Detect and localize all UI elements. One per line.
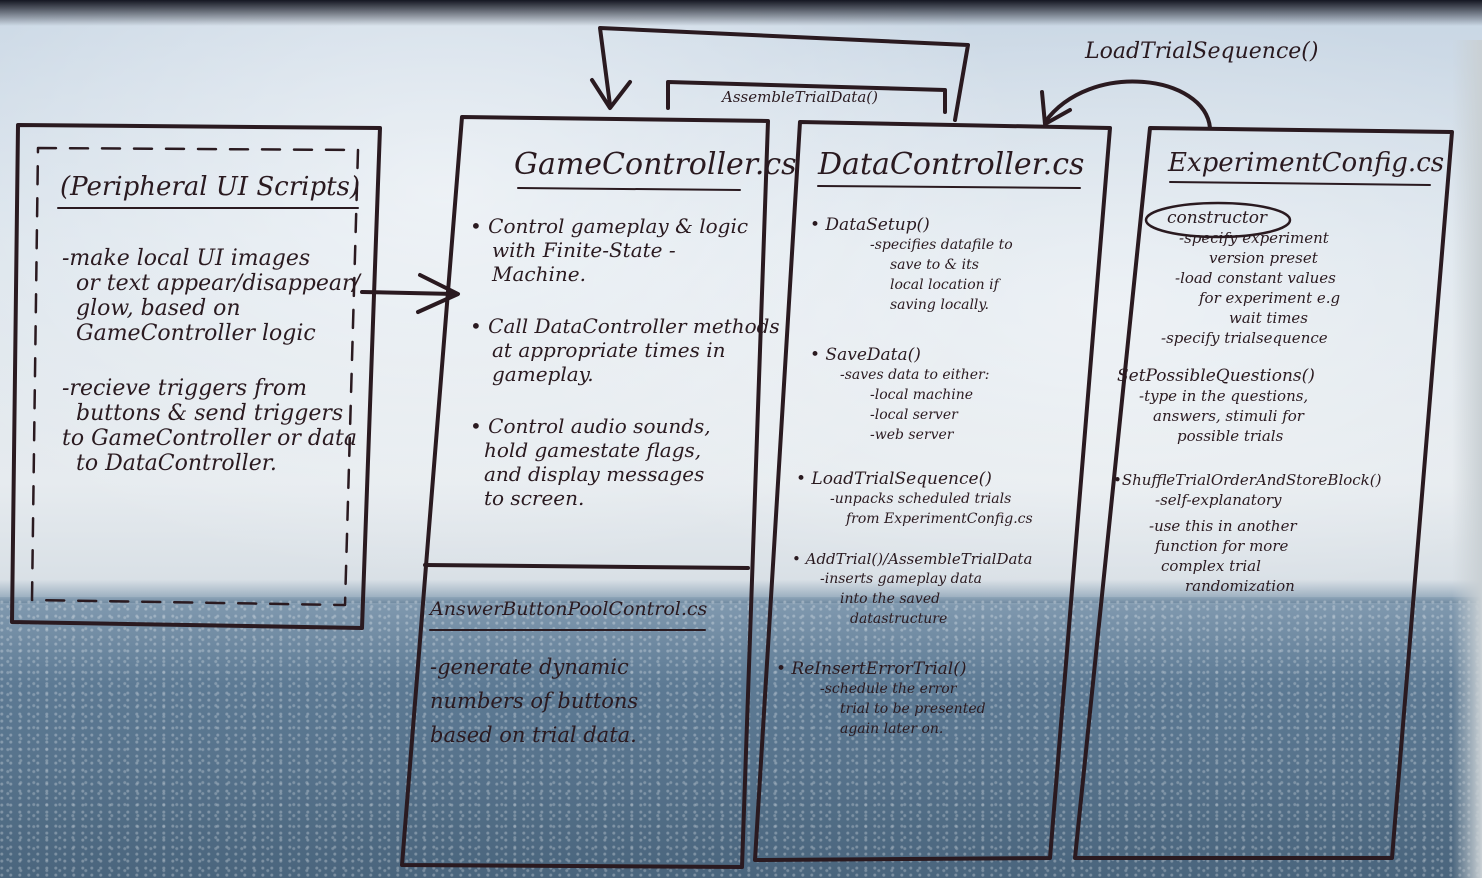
- config-line: function for more: [1155, 537, 1289, 555]
- game-line: at appropriate times in: [492, 338, 726, 362]
- peripheral-line: -make local UI images: [62, 246, 311, 271]
- game-line: Machine.: [492, 262, 586, 286]
- config-line: -specify experiment: [1179, 229, 1329, 247]
- data-line: -local machine: [870, 387, 974, 403]
- game-controller-title: GameController.cs: [514, 147, 797, 182]
- load-trial-sequence-label: LoadTrialSequence(): [1085, 39, 1319, 64]
- config-line: -load constant values: [1175, 269, 1336, 287]
- data-line: from ExperimentConfig.cs: [846, 511, 1033, 527]
- game-line: hold gamestate flags,: [484, 438, 702, 462]
- peripheral-line: buttons & send triggers: [76, 401, 344, 426]
- answer-button-pool-text: -generate dynamic numbers of buttons bas…: [430, 650, 638, 752]
- config-line: complex trial: [1161, 557, 1261, 575]
- data-line: -schedule the error: [820, 681, 957, 697]
- game-line: with Finite-State -: [492, 238, 676, 262]
- data-line: trial to be presented: [840, 701, 986, 717]
- data-line: into the saved: [840, 591, 941, 607]
- experiment-config-title: ExperimentConfig.cs: [1168, 148, 1445, 178]
- game-line: gameplay.: [492, 362, 594, 386]
- peripheral-line: to DataController.: [76, 451, 277, 476]
- config-line: possible trials: [1177, 427, 1284, 445]
- data-section-head: • AddTrial()/AssembleTrialData: [792, 550, 1033, 568]
- peripheral-text: -make local UI images or text appear/dis…: [62, 246, 360, 476]
- data-line: -inserts gameplay data: [820, 571, 982, 587]
- game-line: • Control audio sounds,: [470, 414, 711, 438]
- game-line: [470, 386, 780, 414]
- config-line: version preset: [1209, 249, 1318, 267]
- arrow-assemble-trial-data: [666, 80, 947, 114]
- data-line: -specifies datafile to: [870, 237, 1013, 253]
- data-line: saving locally.: [890, 297, 989, 313]
- answer-button-pool-title: AnswerButtonPoolControl.cs: [430, 598, 708, 620]
- game-line: to screen.: [484, 486, 585, 510]
- assemble-trial-data-label: AssembleTrialData(): [722, 88, 878, 106]
- data-controller-title: DataController.cs: [818, 147, 1085, 182]
- game-controller-divider: [423, 563, 750, 570]
- peripheral-line: [62, 346, 360, 376]
- peripheral-line: to GameController or data: [62, 426, 358, 451]
- data-line: local location if: [890, 277, 999, 293]
- config-line: wait times: [1229, 309, 1308, 327]
- peripheral-box: [10, 123, 382, 630]
- peripheral-line: -recieve triggers from: [62, 376, 307, 401]
- arrow-peripheral-to-game: [360, 290, 457, 296]
- experiment-config-text: constructor -specify experiment version …: [1113, 208, 1381, 596]
- answer-line: based on trial data.: [430, 723, 637, 747]
- data-line: save to & its: [890, 257, 979, 273]
- data-section-head: • DataSetup(): [810, 215, 930, 235]
- config-line: -specify trialsequence: [1161, 329, 1328, 347]
- answer-line: numbers of buttons: [430, 689, 639, 713]
- game-line: • Call DataController methods: [470, 314, 780, 338]
- experiment-config-box: [1073, 126, 1454, 860]
- peripheral-line: glow, based on: [76, 296, 241, 321]
- data-controller-box: [753, 120, 1112, 862]
- config-line: -use this in another: [1149, 517, 1297, 535]
- answer-line: -generate dynamic: [430, 655, 629, 679]
- sea-sparkle: [0, 600, 1482, 878]
- dark-top-edge: [0, 0, 1482, 26]
- data-line: -unpacks scheduled trials: [830, 491, 1012, 507]
- config-section-head: SetPossibleQuestions(): [1117, 366, 1315, 386]
- config-line: for experiment e.g: [1199, 289, 1341, 307]
- config-line: -self-explanatory: [1155, 491, 1282, 509]
- config-line: -type in the questions,: [1139, 387, 1309, 405]
- config-section-head: •ShuffleTrialOrderAndStoreBlock(): [1113, 471, 1382, 489]
- data-controller-text: • DataSetup() -specifies datafile to sav…: [776, 215, 1033, 739]
- data-section-head: • LoadTrialSequence(): [796, 469, 992, 489]
- horizon-line: [0, 597, 1482, 603]
- data-section-head: • SaveData(): [810, 345, 921, 365]
- data-line: datastructure: [850, 611, 948, 627]
- arrow-loop-top: [598, 26, 970, 122]
- peripheral-title: (Peripheral UI Scripts): [60, 172, 361, 202]
- config-line: answers, stimuli for: [1153, 407, 1304, 425]
- game-controller-text: • Control gameplay & logic with Finite-S…: [470, 214, 780, 510]
- peripheral-line: or text appear/disappear/: [76, 271, 360, 296]
- peripheral-dashed-border: [30, 146, 360, 607]
- data-section-head: • ReInsertErrorTrial(): [776, 659, 967, 679]
- game-line: [470, 286, 780, 314]
- data-line: -web server: [870, 427, 954, 443]
- config-line: randomization: [1185, 577, 1295, 595]
- config-section-head: constructor: [1167, 208, 1268, 228]
- arrow-load-trial-sequence: [1043, 79, 1212, 130]
- game-line: and display messages: [484, 462, 705, 486]
- data-line: again later on.: [840, 721, 944, 737]
- data-line: -saves data to either:: [840, 367, 990, 383]
- game-line: • Control gameplay & logic: [470, 214, 749, 238]
- data-line: -local server: [870, 407, 958, 423]
- peripheral-line: GameController logic: [76, 321, 316, 346]
- game-controller-box: [400, 115, 770, 869]
- paper-edge: [1452, 40, 1482, 878]
